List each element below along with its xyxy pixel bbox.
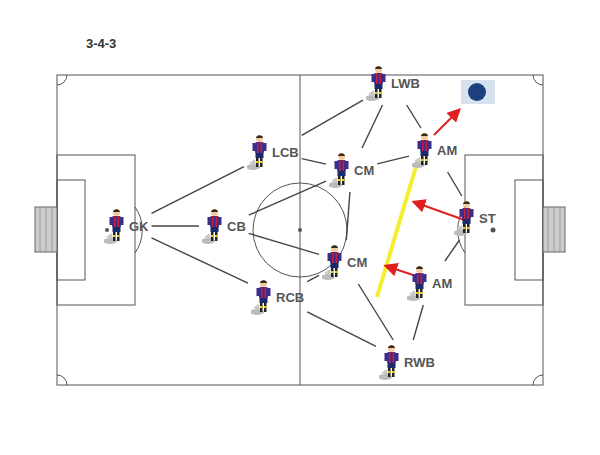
position-label: AM [432,276,452,291]
player-marker: GK [104,207,149,245]
formation-title: 3-4-3 [86,36,116,51]
passing-link [445,240,460,261]
goal [35,207,565,252]
player-figure [412,131,436,169]
passing-link [413,305,423,340]
ball [468,83,486,101]
player-figure [454,199,478,237]
position-label: LCB [272,145,299,160]
position-label: CB [227,219,246,234]
position-label: CM [347,255,367,270]
player-figure [407,264,431,302]
passing-link [346,192,350,240]
defensive-line [377,160,418,297]
position-label: GK [129,219,149,234]
position-label: RCB [276,290,304,305]
player-figure [251,278,275,316]
passing-link [302,159,326,165]
ball-zone [461,80,495,104]
player-marker: LCB [247,133,299,171]
passing-link [152,225,200,226]
passing-link [407,105,421,128]
player-marker: CB [202,207,246,245]
passing-link [362,105,382,148]
passing-link [249,181,326,215]
passing-link [152,167,245,214]
position-label: ST [479,211,496,226]
player-marker: RWB [379,343,435,381]
passing-link [377,156,409,164]
player-figure [202,207,226,245]
passing-link [307,275,319,281]
player-marker: LWB [366,64,420,102]
player-figure [329,151,353,189]
passing-link [307,312,376,347]
player-marker: ST [454,199,496,237]
position-label: RWB [404,355,435,370]
player-marker: RCB [251,278,304,316]
position-label: LWB [391,76,420,91]
player-figure [247,133,271,171]
player-figure [104,207,128,245]
player-figure [366,64,390,102]
passing-link [358,284,393,340]
player-marker: CM [322,243,367,281]
position-label: CM [354,163,374,178]
passing-link [448,172,462,196]
passing-link [249,233,319,254]
player-marker: AM [407,264,452,302]
player-figure [322,243,346,281]
movement-arrow [386,110,470,275]
player-figure [379,343,403,381]
position-label: AM [437,143,457,158]
passing-link [302,100,363,135]
player-marker: CM [329,151,374,189]
player-marker: AM [412,131,457,169]
passing-link [152,238,249,283]
